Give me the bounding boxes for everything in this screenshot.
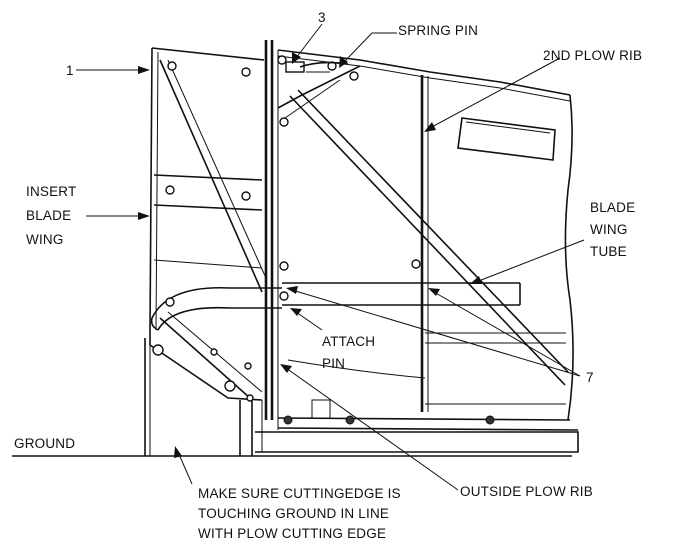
- 2nd-plow-rib-label: 2ND PLOW RIB: [543, 48, 642, 63]
- plow-body: [255, 49, 579, 453]
- insert-blade-wing-label-line-2: BLADE: [26, 208, 71, 223]
- attach-pin-label-line-2: PIN: [322, 356, 345, 371]
- blade-wing-tube-label-line-2: WING: [590, 222, 628, 237]
- outside-plow-rib: [261, 40, 279, 452]
- callout-3-label: 3: [318, 10, 326, 25]
- attach-pin-label-line-1: ATTACH: [322, 334, 375, 349]
- insert-blade-wing-label-line-3: WING: [26, 232, 64, 247]
- cutting-edge-note-line-1: MAKE SURE CUTTINGEDGE IS: [198, 486, 401, 501]
- leader-lines: [76, 23, 585, 491]
- callout-1-label: 1: [66, 63, 74, 78]
- insert-blade-wing: [144, 47, 282, 456]
- insert-blade-wing-label-line-1: INSERT: [26, 184, 76, 199]
- callout-7-label: 7: [586, 370, 594, 385]
- labels: 1 3 SPRING PIN 2ND PLOW RIB INSERT BLADE…: [14, 10, 642, 541]
- spring-pin-label: SPRING PIN: [398, 23, 478, 38]
- outside-plow-rib-label: OUTSIDE PLOW RIB: [460, 484, 593, 499]
- cutting-edge-note-line-2: TOUCHING GROUND IN LINE: [198, 506, 389, 521]
- blade-wing-tube-label-line-3: TUBE: [590, 244, 627, 259]
- cutting-edge-note-line-3: WITH PLOW CUTTING EDGE: [198, 526, 386, 541]
- ground-label: GROUND: [14, 436, 75, 451]
- blade-wing-tube-label-line-1: BLADE: [590, 200, 635, 215]
- bolts: [152, 55, 495, 425]
